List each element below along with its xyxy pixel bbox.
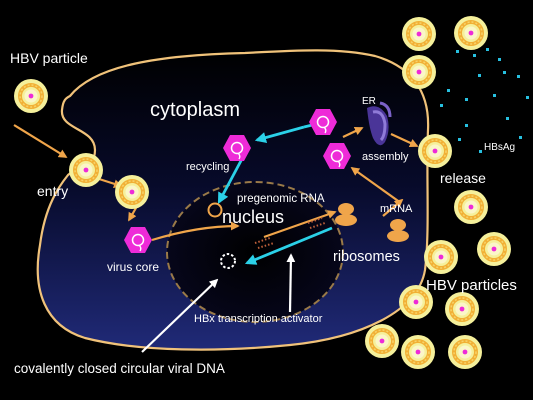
hbv-particle-release-1-icon (400, 15, 438, 53)
label-hbx: HBx transcription activator (194, 313, 323, 325)
hbv-particle-release-4-icon (416, 132, 454, 170)
cccdna-ring (220, 253, 236, 269)
hbv-particle-entry-icon (67, 151, 105, 189)
label-cytoplasm: cytoplasm (150, 99, 240, 121)
hbv-particle-release-2-icon (452, 14, 490, 52)
label-hbv-particle: HBV particle (10, 50, 88, 66)
label-recycling: recycling (186, 161, 229, 173)
label-er: ER (362, 96, 376, 107)
hbv-particle-release-6-icon (422, 238, 460, 276)
hbv-particle-release-3-icon (400, 53, 438, 91)
label-virus-core: virus core (107, 260, 159, 274)
label-mrna: mRNA (380, 203, 413, 215)
label-hbsag: HBsAg (484, 142, 515, 153)
label-hbv-particles: HBV particles (426, 277, 517, 294)
hbv-particle-release-12-icon (446, 333, 484, 371)
hbv-particle-icon (12, 77, 50, 115)
label-cccdna: covalently closed circular viral DNA (14, 361, 225, 376)
label-assembly: assembly (362, 151, 409, 163)
white-arrows (141, 253, 296, 353)
hbv-particle-uncoating-icon (113, 173, 151, 211)
label-entry: entry (37, 183, 68, 199)
hbv-particle-release-9-icon (443, 290, 481, 328)
rna-strands (254, 217, 326, 249)
label-nucleus: nucleus (222, 207, 284, 227)
label-pregenomic-rna: pregenomic RNA (237, 193, 325, 205)
hbv-particle-release-7-icon (475, 230, 513, 268)
hbsag-dots (440, 48, 529, 153)
label-ribosomes: ribosomes (333, 249, 400, 265)
hbv-particle-release-11-icon (399, 333, 437, 371)
endoplasmic-reticulum-icon (367, 101, 392, 146)
hbv-particle-release-10-icon (363, 322, 401, 360)
label-release: release (440, 170, 486, 186)
nuclear-entry-ring (207, 202, 223, 218)
hbv-particle-release-5-icon (452, 188, 490, 226)
